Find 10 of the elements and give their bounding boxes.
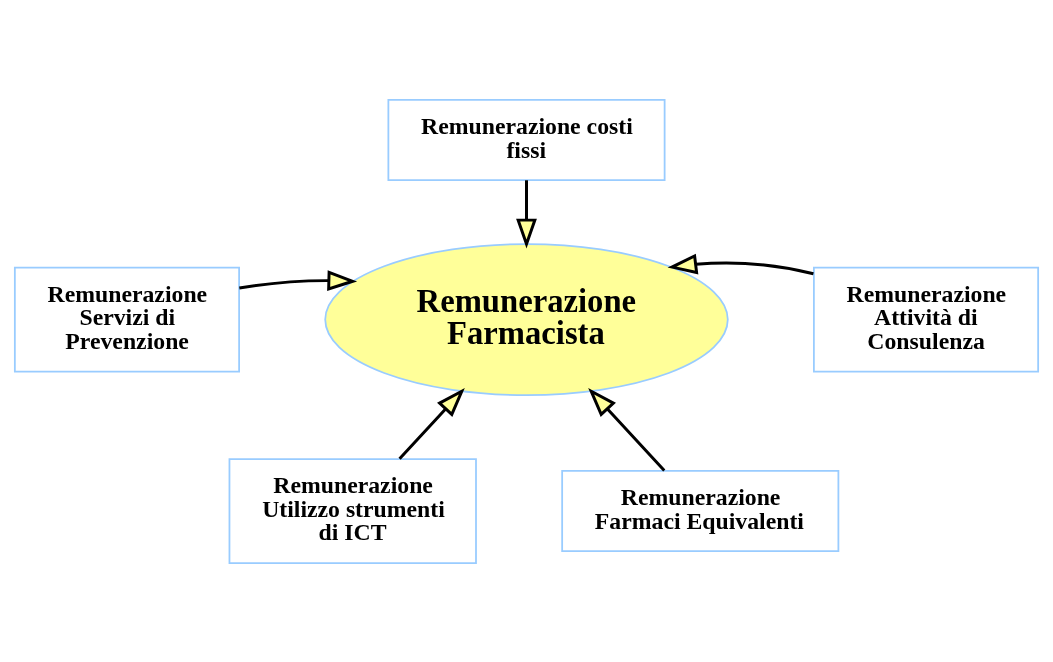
arrow: [667, 253, 814, 275]
node-box: Remunerazione Utilizzo strumenti di ICT: [228, 457, 477, 564]
arrow: [239, 269, 358, 291]
arrow: [398, 387, 465, 460]
node-box: Remunerazione Servizi di Prevenzione: [13, 266, 240, 372]
arrow: [588, 387, 666, 472]
node-box: Remunerazione costi fissi: [387, 98, 666, 181]
node-box: Remunerazione Farmaci Equivalenti: [561, 469, 840, 552]
node-box: Remunerazione Attività di Consulenza: [813, 266, 1040, 372]
arrow: [516, 179, 537, 248]
